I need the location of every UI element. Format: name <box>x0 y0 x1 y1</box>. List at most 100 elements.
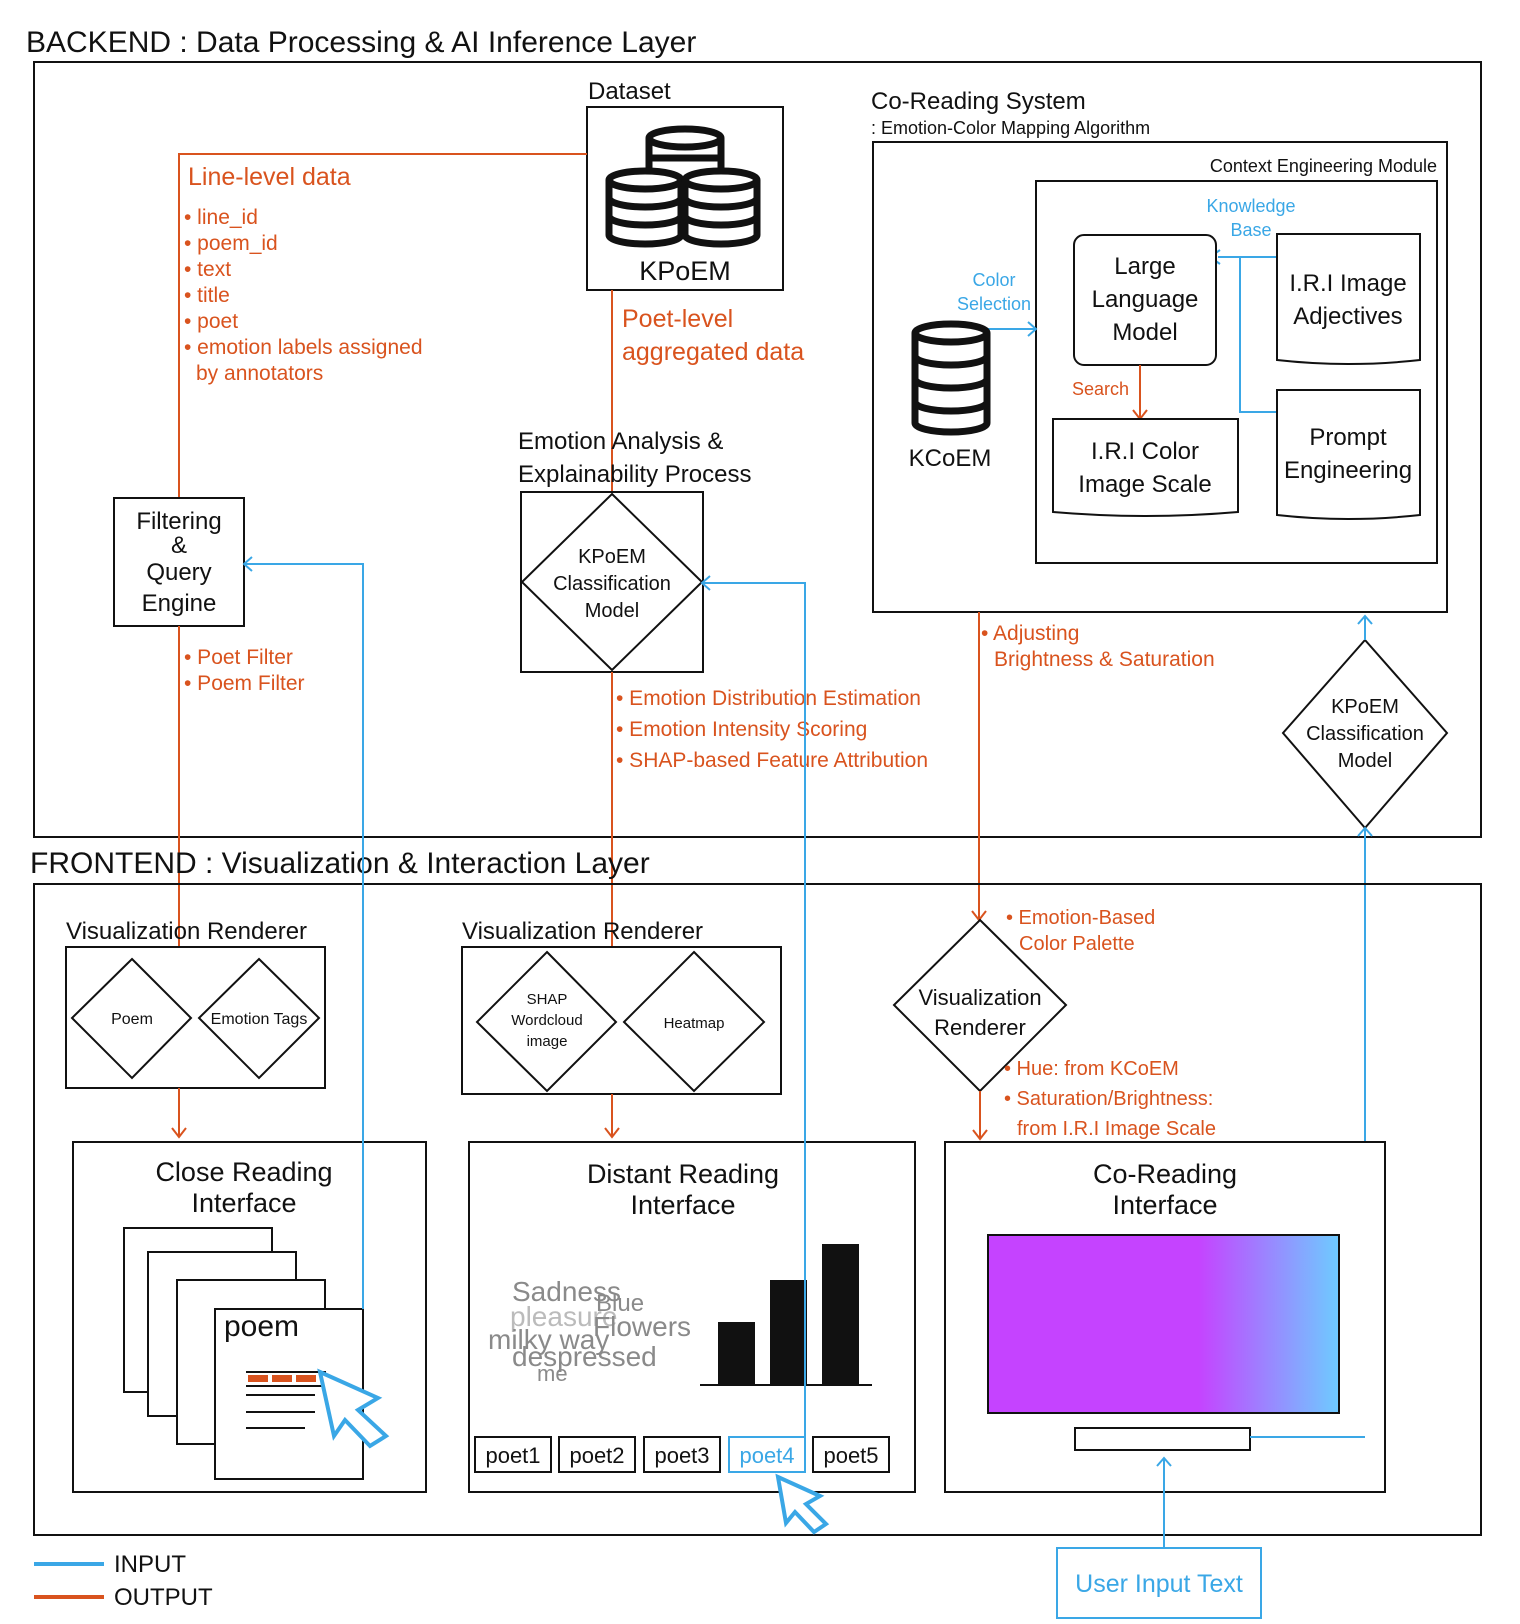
user-input-box[interactable] <box>1056 1547 1262 1619</box>
text-input-bar[interactable] <box>1074 1427 1251 1451</box>
filter-engine-box <box>113 497 245 627</box>
wordcloud-diamond-label: SHAP <box>527 991 568 1008</box>
click-cursor-icon <box>317 1368 390 1449</box>
emotion-model-label: KPoEM <box>578 546 646 568</box>
poem-diamond-label: Poem <box>111 1011 153 1028</box>
poet-button[interactable] <box>558 1436 636 1473</box>
close-reading-title: Interface <box>191 1188 296 1218</box>
prompt-doc <box>1276 389 1421 520</box>
user-input-label: User Input Text <box>1075 1570 1243 1598</box>
poet-level-label: aggregated data <box>622 338 804 366</box>
line-level-item: • text <box>184 258 231 281</box>
poet-button-label: poet2 <box>569 1443 624 1468</box>
llm-label: Model <box>1112 319 1177 346</box>
legend-output-label: OUTPUT <box>114 1584 213 1611</box>
iri-adjectives-doc <box>1276 233 1421 365</box>
poet-level-label: Poet-level <box>622 305 733 333</box>
poem-page-label: poem <box>224 1310 299 1343</box>
iri-scale-label: I.R.I Color <box>1091 438 1199 465</box>
emotion-model-label: Model <box>585 600 639 622</box>
filter-engine-label: & <box>171 532 187 559</box>
wordcloud-word: Blue <box>596 1290 644 1317</box>
prompt-label: Prompt <box>1309 424 1387 451</box>
emotion-model-label: Classification <box>553 573 671 595</box>
poet-button-label: poet1 <box>485 1443 540 1468</box>
heatmap-diamond-label: Heatmap <box>664 1015 725 1032</box>
poet-buttons: poet1 poet2 poet3 poet4 poet5 <box>474 1436 890 1473</box>
renderer1-label: Visualization Renderer <box>66 918 307 945</box>
renderer3-label: Visualization <box>918 985 1041 1010</box>
text-lines <box>246 1394 315 1429</box>
poem-diamond <box>70 957 193 1080</box>
renderer3-label: Renderer <box>934 1015 1026 1040</box>
palette-label: • Emotion-Based <box>1006 907 1155 929</box>
color-palette-screen <box>987 1234 1340 1414</box>
line-level-item: • line_id <box>184 206 258 229</box>
wordcloud-diamond-label: Wordcloud <box>511 1012 582 1029</box>
wordcloud-diamond-label: image <box>527 1033 568 1050</box>
hue-label: • Hue: from KCoEM <box>1004 1058 1179 1080</box>
dataset-name: KPoEM <box>639 256 731 286</box>
wordcloud: Sadness Blue pleasure Flowers milky way … <box>488 1276 691 1386</box>
kpoem-model2-label: Model <box>1338 750 1392 772</box>
poet-button-selected[interactable] <box>728 1436 806 1473</box>
hue-label: from I.R.I Image Scale <box>1017 1118 1216 1140</box>
wordcloud-word: despressed <box>512 1341 657 1372</box>
renderer2-label: Visualization Renderer <box>462 918 703 945</box>
highlighted-line <box>246 1371 326 1387</box>
frontend-title: FRONTEND : Visualization & Interaction L… <box>30 847 650 880</box>
kcoem-label: KCoEM <box>909 445 992 472</box>
line-level-item: • emotion labels assigned <box>184 336 423 359</box>
backend-title: BACKEND : Data Processing & AI Inference… <box>26 26 696 59</box>
filter-output: • Poet Filter <box>184 646 293 669</box>
dataset-label: Dataset <box>588 78 671 105</box>
poet-button[interactable] <box>474 1436 552 1473</box>
co-reading-interface-title: Interface <box>1112 1190 1217 1220</box>
distant-reading-title: Interface <box>630 1190 735 1220</box>
emotion-output: • Emotion Intensity Scoring <box>616 718 867 741</box>
llm-label: Large <box>1114 253 1175 280</box>
iri-adjectives-label: I.R.I Image <box>1289 270 1406 297</box>
filter-engine-label: Query <box>146 559 211 586</box>
hue-label: • Saturation/Brightness: <box>1004 1088 1213 1110</box>
line-level-item: • poem_id <box>184 232 278 255</box>
adjust-label: • Adjusting <box>981 622 1079 645</box>
kpoem-model2-label: Classification <box>1306 723 1424 745</box>
palette-label: Color Palette <box>1019 933 1135 955</box>
close-reading-title: Close Reading <box>155 1157 332 1187</box>
prompt-label: Engineering <box>1284 457 1412 484</box>
bar-chart-icon <box>700 1244 872 1386</box>
wordcloud-word: pleasure <box>510 1301 617 1332</box>
context-module-label: Context Engineering Module <box>1210 156 1437 176</box>
emotion-output: • SHAP-based Feature Attribution <box>616 749 928 772</box>
knowledge-base-label: Base <box>1230 220 1271 240</box>
llm-box <box>1073 234 1217 366</box>
co-reading-interface-title: Co-Reading <box>1093 1159 1237 1189</box>
wordcloud-word: Flowers <box>593 1311 691 1342</box>
poet-button[interactable] <box>643 1436 721 1473</box>
poet-button[interactable] <box>812 1436 890 1473</box>
wordcloud-word: me <box>537 1361 568 1386</box>
heatmap-diamond <box>622 950 766 1093</box>
poet-button-label: poet4 <box>739 1443 794 1468</box>
emotion-analysis-title: Explainability Process <box>518 461 751 488</box>
kcoem-database-icon <box>911 320 991 436</box>
emotion-tags-label: Emotion Tags <box>211 1011 308 1028</box>
legend-input-label: INPUT <box>114 1551 186 1578</box>
emotion-model-diamond <box>520 492 704 672</box>
line-level-item: • poet <box>184 310 238 333</box>
iri-scale-label: Image Scale <box>1078 471 1211 498</box>
wordcloud-word: Sadness <box>512 1276 621 1307</box>
database-icon <box>605 125 761 248</box>
iri-scale-doc <box>1052 418 1239 517</box>
line-level-item: • title <box>184 284 230 307</box>
emotion-tags-diamond <box>197 957 321 1080</box>
llm-label: Language <box>1092 286 1199 313</box>
filter-output: • Poem Filter <box>184 672 305 695</box>
color-selection-label: Color <box>972 270 1015 290</box>
co-reading-subtitle: : Emotion-Color Mapping Algorithm <box>871 118 1150 138</box>
knowledge-base-label: Knowledge <box>1206 196 1295 216</box>
wordcloud-word: milky way <box>488 1324 609 1355</box>
co-reading-title: Co-Reading System <box>871 88 1086 115</box>
